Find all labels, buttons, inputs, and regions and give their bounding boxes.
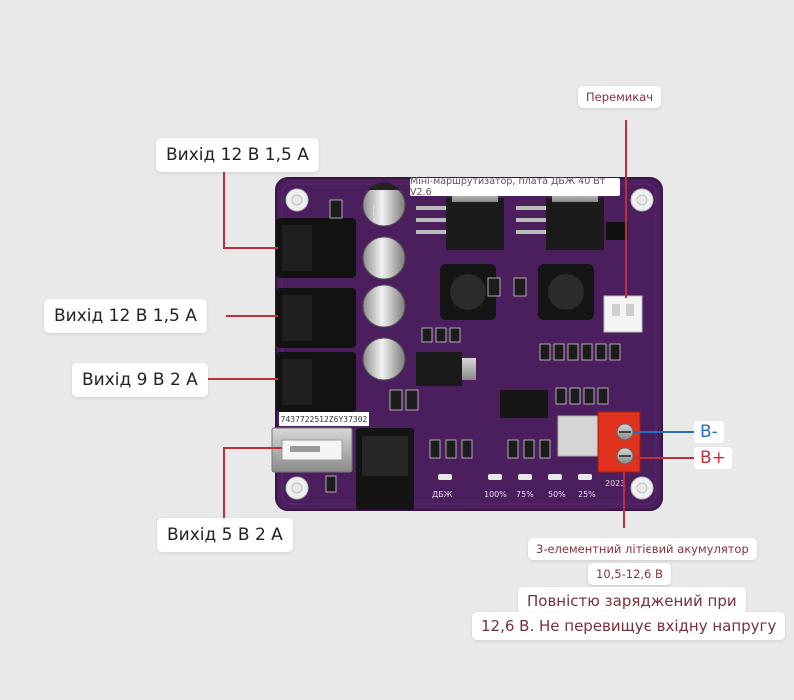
cap-text: 220	[370, 205, 380, 222]
ic-chip-1	[500, 390, 548, 418]
mounting-holes	[285, 188, 654, 500]
label-output-1: Вихід 12 В 1,5 А	[156, 138, 319, 172]
label-b-plus: B+	[694, 447, 732, 469]
led-label-75: 75%	[516, 490, 534, 499]
leds	[438, 474, 592, 480]
inductor-left	[440, 264, 496, 320]
smd-parts	[325, 199, 621, 493]
label-switch: Перемикач	[578, 86, 662, 108]
year-text: 2023	[605, 479, 625, 488]
switch-connector	[603, 295, 643, 333]
pcb-title: Міні-маршрутизатор, плата ДБЖ 40 Вт V2.6	[410, 176, 620, 198]
label-voltage-range: 10,5-12,6 В	[588, 563, 671, 585]
label-battery: 3-елементний літієвий акумулятор	[528, 538, 757, 560]
led-label-100: 100%	[484, 490, 507, 499]
diode	[606, 222, 628, 240]
led-label-50: 50%	[548, 490, 566, 499]
battery-terminal	[597, 411, 641, 473]
label-b-minus: B-	[694, 421, 724, 443]
serial-label: 7437722512Z6Y37302	[279, 412, 369, 426]
led-label-25: 25%	[578, 490, 596, 499]
label-full-charge-2: 12,6 В. Не перевищує вхідну напругу	[472, 612, 786, 640]
dc-jack-1	[276, 218, 356, 278]
usb-port	[271, 427, 353, 473]
mosfet	[416, 352, 462, 386]
label-full-charge-1: Повністю заряджений при	[518, 587, 746, 615]
callout-lines	[208, 120, 696, 528]
label-output-4: Вихід 5 В 2 А	[157, 518, 293, 552]
silkscreen-texts: ДБЖ 100% 75% 50% 25% 2023	[432, 479, 625, 499]
inductor-right	[538, 264, 594, 320]
white-pad	[557, 415, 599, 457]
label-output-3: Вихід 9 В 2 А	[72, 363, 208, 397]
dc-jack-3	[276, 352, 356, 412]
capacitors: 220	[362, 182, 406, 381]
led-label-ups: ДБЖ	[432, 490, 453, 499]
dc-jack-2	[276, 288, 356, 348]
label-output-2: Вихід 12 В 1,5 А	[44, 299, 207, 333]
dc-input-jack	[356, 428, 414, 510]
